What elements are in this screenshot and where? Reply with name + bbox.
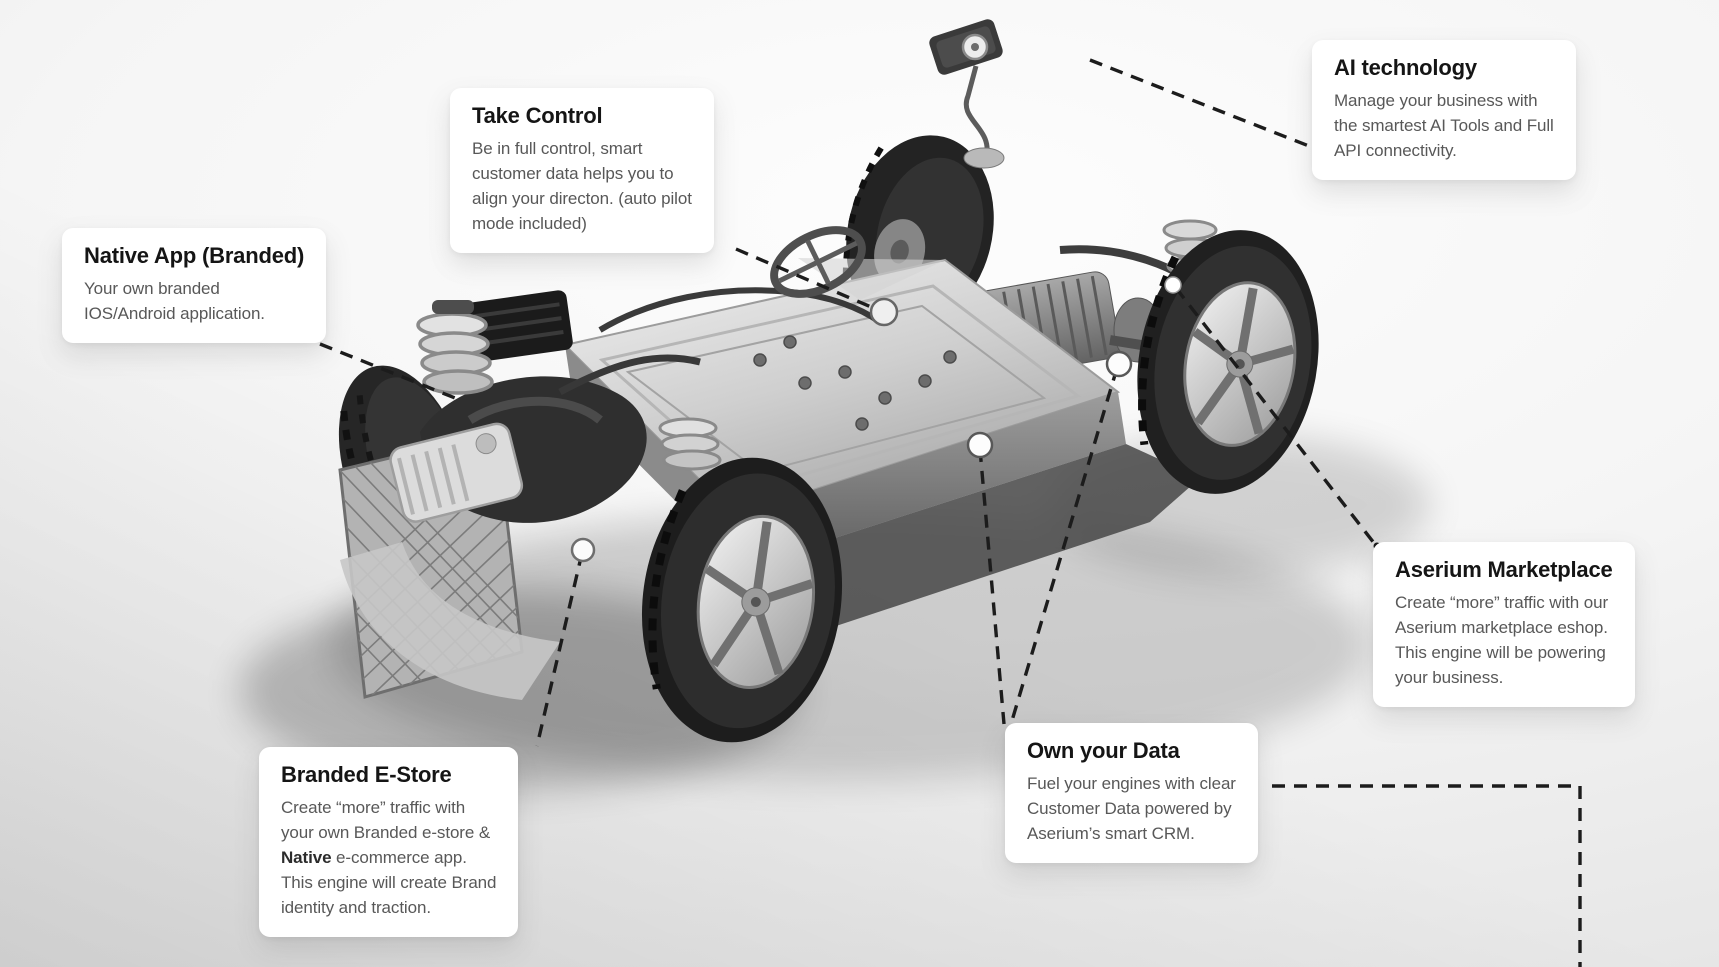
mid-spring	[658, 417, 722, 471]
card-take-control-body-line: customer data helps you to	[472, 164, 674, 184]
connector-own-your-data-offscreen	[1272, 784, 1582, 967]
camera-sensor	[929, 19, 1005, 169]
card-aserium-marketplace-body-line: your business.	[1395, 668, 1504, 688]
card-aserium-marketplace: Aserium Marketplace Create “more” traffi…	[1373, 542, 1635, 708]
card-branded-estore-body-line: Native e-commerce app.	[281, 845, 496, 870]
steering-wheel	[770, 226, 866, 298]
anchor-dot-own-your-data-b	[1105, 350, 1133, 378]
card-ai-technology: AI technology Manage your business with …	[1312, 40, 1576, 181]
anchor-dot-aserium	[1164, 276, 1182, 294]
anchor-dot-branded-estore	[570, 537, 596, 563]
connector-branded-estore	[535, 552, 584, 747]
anchor-dot-take-control	[869, 297, 899, 327]
card-native-app-title: Native App (Branded)	[84, 243, 305, 268]
card-branded-estore-bold-rest: e-commerce app.	[331, 848, 467, 868]
card-native-app-body-line: IOS/Android application.	[84, 304, 265, 324]
front-spring	[416, 300, 494, 395]
wheel-front-left	[641, 457, 843, 743]
connector-own-your-data-b	[1009, 367, 1119, 725]
card-take-control-body-line: mode included)	[472, 214, 587, 234]
aux-battery	[465, 290, 573, 362]
card-aserium-marketplace-title: Aserium Marketplace	[1395, 557, 1613, 582]
card-take-control-body-line: Be in full control, smart	[472, 139, 643, 159]
anchor-dots	[570, 276, 1182, 563]
front-drive-module	[338, 287, 882, 700]
card-own-your-data-body-line: Fuel your engines with clear	[1027, 774, 1236, 794]
card-branded-estore-body-line: This engine will create Brand	[281, 873, 497, 893]
card-branded-estore-bold-word: Native	[281, 848, 332, 868]
card-take-control-body-line: align your directon. (auto pilot	[472, 189, 692, 209]
anchor-dot-own-your-data-a	[966, 431, 994, 459]
card-own-your-data-title: Own your Data	[1027, 738, 1180, 763]
card-native-app: Native App (Branded) Your own branded IO…	[62, 228, 327, 344]
card-aserium-marketplace-body-line: Aserium marketplace eshop.	[1395, 618, 1608, 638]
connector-take-control	[735, 247, 879, 312]
card-aserium-marketplace-body-line: This engine will be powering	[1395, 643, 1606, 663]
card-own-your-data-body-line: Customer Data powered by	[1027, 799, 1232, 819]
card-take-control: Take Control Be in full control, smart c…	[450, 88, 714, 254]
gearbox	[389, 422, 524, 523]
card-own-your-data: Own your Data Fuel your engines with cle…	[1005, 723, 1258, 864]
card-branded-estore-body-line: identity and traction.	[281, 898, 431, 918]
card-ai-technology-body-line: the smartest AI Tools and Full	[1334, 116, 1554, 136]
card-ai-technology-body-line: API connectivity.	[1334, 141, 1457, 161]
card-ai-technology-title: AI technology	[1334, 55, 1477, 80]
connector-own-your-data-a	[978, 448, 1006, 725]
card-native-app-body-line: Your own branded	[84, 279, 220, 299]
battery-bolts	[753, 335, 957, 431]
connector-aserium-marketplace	[1174, 286, 1376, 545]
connector-native-app	[319, 342, 456, 400]
card-ai-technology-body-line: Manage your business with	[1334, 91, 1538, 111]
connector-ai-technology	[1089, 58, 1315, 150]
card-branded-estore-body-line: Create “more” traffic with	[281, 798, 466, 818]
card-own-your-data-body-line: Aserium’s smart CRM.	[1027, 824, 1195, 844]
card-take-control-title: Take Control	[472, 103, 603, 128]
card-branded-estore: Branded E-Store Create “more” traffic wi…	[259, 747, 519, 938]
card-branded-estore-title: Branded E-Store	[281, 762, 452, 787]
card-aserium-marketplace-body-line: Create “more” traffic with our	[1395, 593, 1609, 613]
card-branded-estore-body-line: your own Branded e-store &	[281, 823, 491, 843]
